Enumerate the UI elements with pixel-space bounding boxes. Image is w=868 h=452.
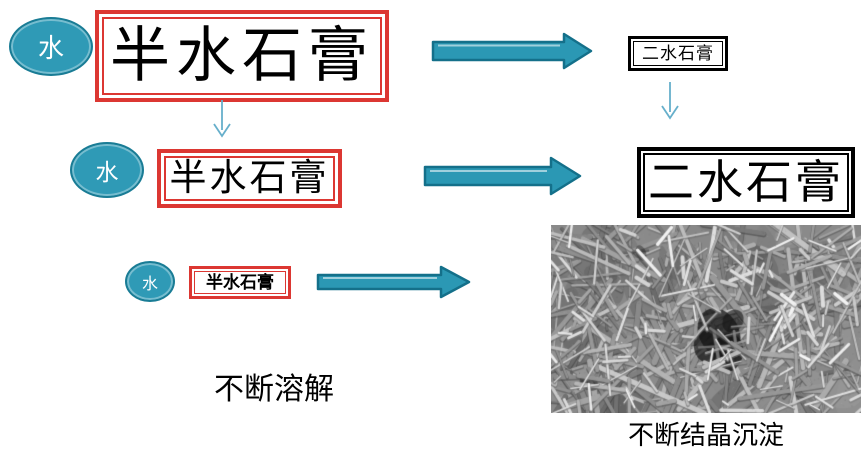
water-label-2: 水 [95,160,119,185]
process-arrow-1 [431,32,593,70]
hemihydrate-label-2: 半水石膏 [169,158,330,199]
water-ellipse-2: 水 [70,142,144,198]
hemihydrate-label-1: 半水石膏 [110,23,374,89]
crystallize-caption: 不断结晶沉淀 [627,421,784,450]
sem-micrograph-image [551,225,861,413]
hemihydrate-box-2: 半水石膏 [157,149,342,208]
down-arrow-1 [213,100,231,138]
down-arrow-2 [661,82,679,120]
hemihydrate-box-3: 半水石膏 [189,266,291,299]
dissolve-caption: 不断溶解 [214,373,334,406]
dihydrate-box-small: 二水石膏 [628,36,728,71]
hemihydrate-label-3: 半水石膏 [206,273,274,292]
dihydrate-label-small: 二水石膏 [642,44,714,63]
process-arrow-2 [423,156,582,196]
dihydrate-label-large: 二水石膏 [648,156,844,208]
water-ellipse-1: 水 [9,17,93,76]
water-label-3: 水 [141,275,158,293]
water-ellipse-3: 水 [125,261,175,302]
dihydrate-box-large: 二水石膏 [637,147,855,218]
water-label-1: 水 [37,34,64,63]
process-arrow-3 [316,265,471,299]
hemihydrate-box-1: 半水石膏 [95,10,389,102]
